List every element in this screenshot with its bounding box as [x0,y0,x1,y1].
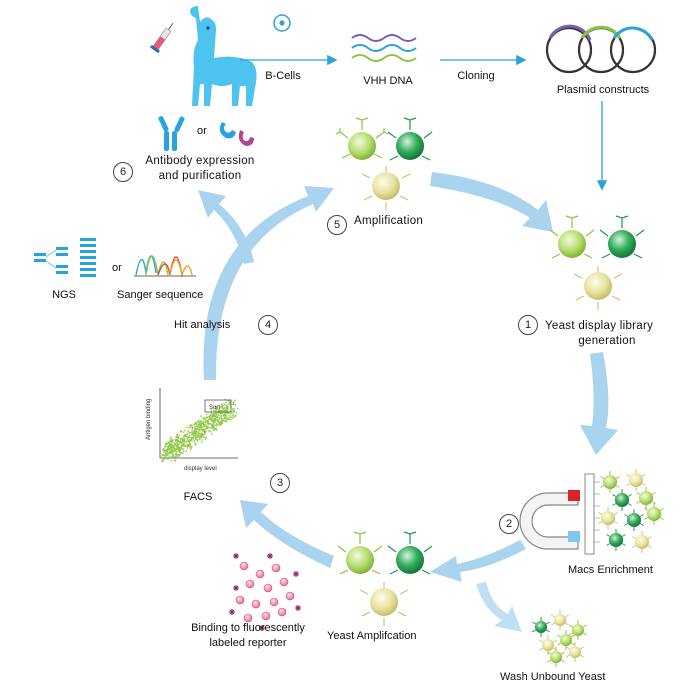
antibody-icon [158,116,185,151]
label-or-sequencing: or [112,262,122,274]
facs-y-label: Antigen binding [146,399,152,440]
wash-unbound-yeast [532,610,587,667]
macs-column [584,473,600,555]
facs-dot-cloud [161,398,239,463]
plasmid-icon [545,24,657,74]
label-amplification: Amplification [354,215,424,227]
step-3-badge: 3 [270,473,290,493]
label-antibody-line1: Antibody expression [145,155,255,167]
vhh-dna-icon [351,34,417,62]
label-sanger: Sanger sequence [117,289,204,301]
b-cell-icon [273,14,291,32]
step-6-badge: 6 [113,162,133,182]
label-ngs: NGS [52,289,76,301]
nanobody-icon [219,122,254,146]
label-binding-line2: labeled reporter [209,637,287,649]
label-vhh-dna: VHH DNA [363,75,413,87]
syringe-icon [150,22,174,54]
magnet-icon [519,490,580,550]
llama-icon [190,6,257,106]
facs-gate-label: Sort [209,405,220,411]
facs-x-label: display level [184,466,217,472]
step-1-badge: 1 [518,315,538,335]
label-b-cells: B-Cells [265,70,301,82]
yeast-cluster-library [549,215,645,310]
step-2-badge: 2 [499,514,519,534]
label-yeast-display-line1: Yeast display library [545,320,654,332]
facs-gate [204,399,232,413]
facs-plot: Sort Antigen binding display level [146,388,239,472]
sanger-chromatogram-icon [134,255,196,278]
label-or-antibody: or [197,125,207,137]
fluorescent-reporter-cluster [229,553,301,631]
step-4-badge: 4 [258,315,278,335]
label-antibody-line2: and purification [158,170,242,182]
label-yeast-amplification: Yeast Amplifcation [327,630,417,642]
step-5-badge: 5 [327,215,347,235]
label-yeast-display-line2: generation [578,335,636,347]
label-macs-enrichment: Macs Enrichment [568,564,653,576]
yeast-cluster-bottom [337,531,433,626]
cycle-arrows [198,172,618,632]
label-plasmid-constructs: Plasmid constructs [556,84,650,96]
macs-bound-yeast [598,469,664,553]
label-binding-line1: Binding to fluorescently [191,622,305,634]
label-cloning: Cloning [457,70,495,82]
label-wash-unbound: Wash Unbound Yeast [500,671,606,683]
ngs-icon [34,238,96,277]
label-hit-analysis: Hit analysis [174,319,231,331]
yeast-cluster-amplification [335,117,433,210]
label-facs: FACS [183,491,213,503]
